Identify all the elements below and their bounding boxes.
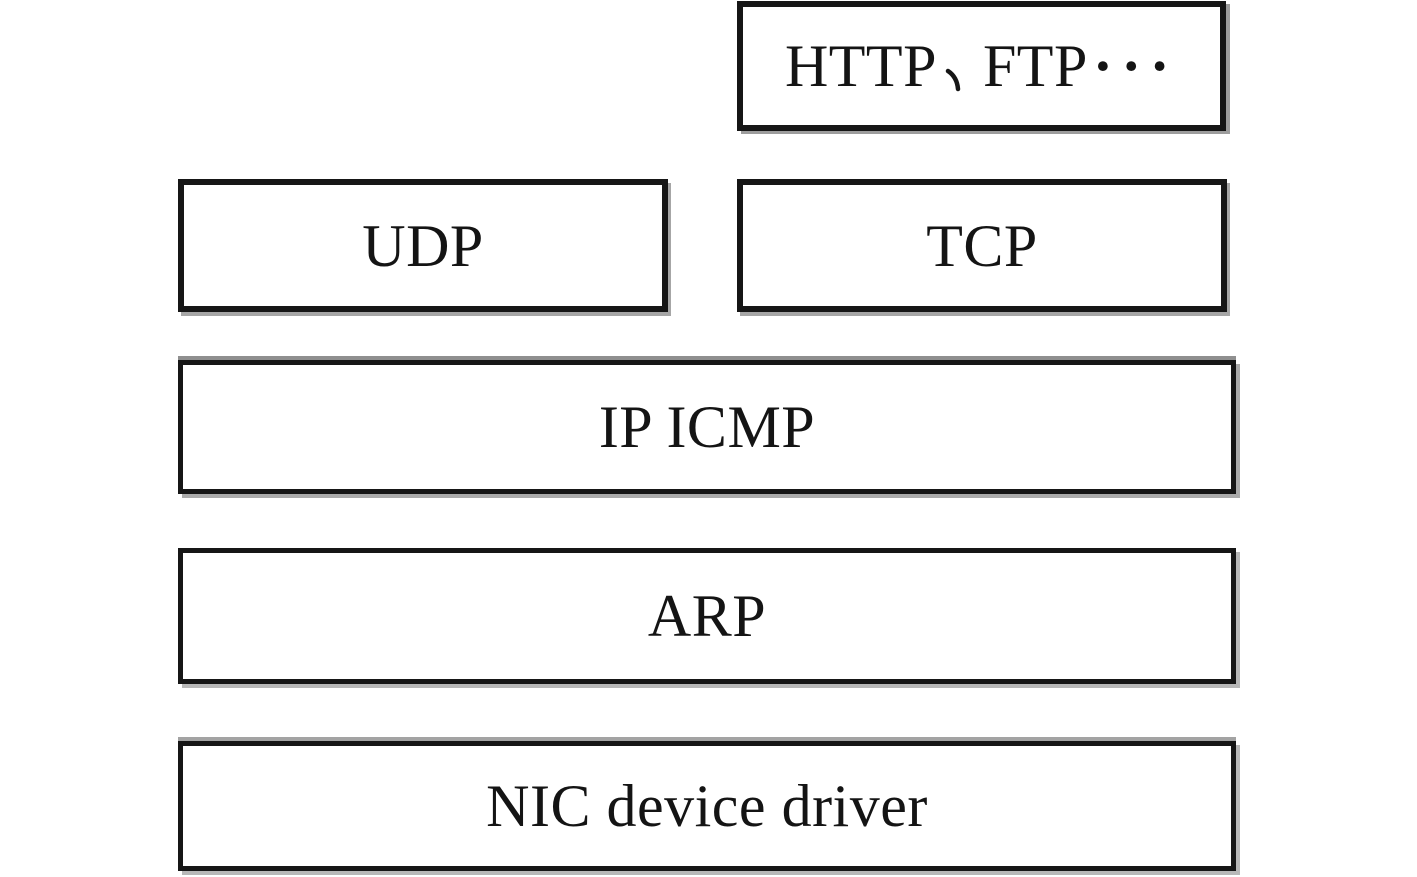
- arp-label: ARP: [647, 583, 767, 649]
- ip-icmp-label: IP ICMP: [598, 394, 816, 460]
- application-layer-label-prefix: HTTP: [784, 33, 937, 99]
- udp-label: UDP: [362, 212, 484, 279]
- box-nic-device-driver: NIC device driver: [178, 741, 1236, 871]
- box-arp: ARP: [178, 548, 1236, 684]
- box-application-layer: HTTP FTP ···: [737, 1, 1226, 131]
- tcp-label: TCP: [926, 212, 1038, 279]
- box-tcp: TCP: [737, 179, 1227, 312]
- application-layer-label-suffix: FTP: [982, 33, 1088, 99]
- ellipsis-dots: ···: [1092, 33, 1179, 99]
- box-udp: UDP: [178, 179, 668, 312]
- application-layer-label: HTTP FTP ···: [785, 36, 1178, 96]
- box-ip-icmp: IP ICMP: [178, 360, 1236, 494]
- ideographic-comma-glyph: [943, 66, 967, 96]
- nic-device-driver-label: NIC device driver: [486, 773, 928, 839]
